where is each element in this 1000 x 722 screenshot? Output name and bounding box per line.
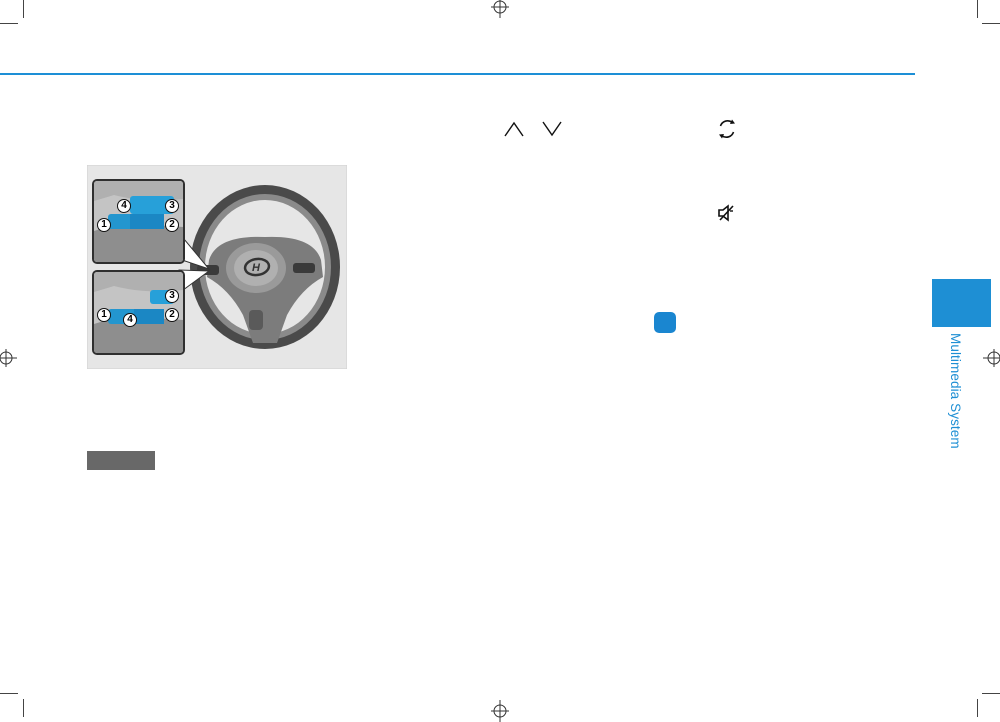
- callout-badge: 4: [117, 199, 131, 213]
- crop-mark: [977, 0, 978, 18]
- mute-icon: [718, 204, 734, 222]
- crop-mark: [977, 699, 978, 717]
- svg-text:H: H: [252, 262, 261, 274]
- registration-mark-icon: [983, 349, 1000, 367]
- section-label: Multimedia System: [948, 333, 963, 449]
- callout-badge: 4: [123, 313, 137, 327]
- section-tab: [932, 279, 991, 327]
- crop-mark: [23, 699, 24, 717]
- crop-mark: [23, 0, 24, 18]
- steering-wheel-figure: H 4 3 1 2 3 1 4 2: [87, 165, 347, 369]
- callout-badge: 1: [97, 218, 111, 232]
- crop-mark: [982, 693, 1000, 694]
- crop-mark: [982, 23, 1000, 24]
- header-rule: [0, 73, 915, 75]
- down-arrow-icon: [542, 121, 562, 137]
- crop-mark: [0, 693, 18, 694]
- crop-mark: [0, 23, 18, 24]
- registration-mark-icon: [0, 349, 17, 367]
- callout-badge: 3: [165, 199, 179, 213]
- callout-badge: 2: [165, 218, 179, 232]
- note-marker: [654, 312, 676, 333]
- heading-tag: [87, 451, 155, 470]
- mode-cycle-icon: [719, 119, 735, 139]
- callout-badge: 2: [165, 308, 179, 322]
- registration-mark-icon: [491, 0, 509, 18]
- up-arrow-icon: [504, 121, 524, 137]
- callout-badge: 1: [97, 308, 111, 322]
- callout-badge: 3: [165, 289, 179, 303]
- registration-mark-icon: [491, 700, 509, 722]
